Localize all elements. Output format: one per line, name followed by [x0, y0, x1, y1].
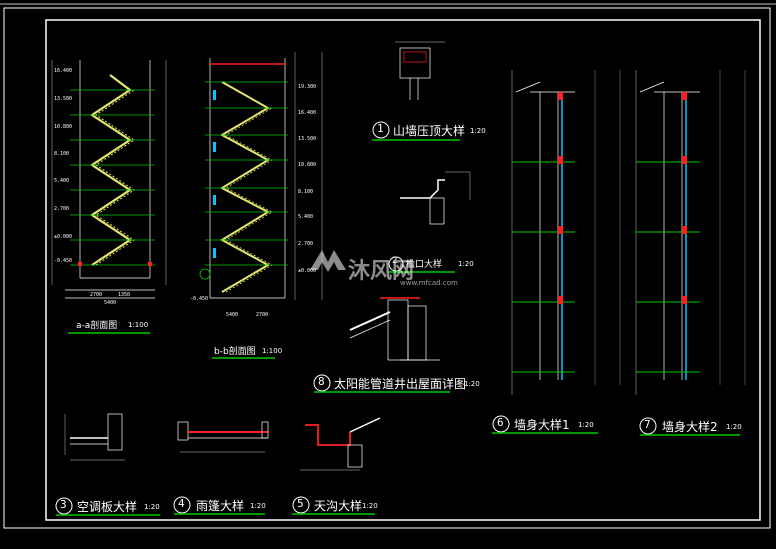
detail-3-title: 空调板大样 — [77, 500, 138, 514]
watermark-logo — [310, 250, 346, 272]
svg-text:2.700: 2.700 — [54, 206, 69, 212]
svg-text:16.400: 16.400 — [298, 110, 316, 116]
detail-6-dims — [594, 70, 621, 385]
svg-text:5.400: 5.400 — [54, 178, 69, 184]
svg-text:13.500: 13.500 — [54, 96, 72, 102]
svg-text:±0.000: ±0.000 — [298, 268, 316, 274]
detail-3-scale: 1:20 — [144, 503, 160, 511]
svg-text:5.400: 5.400 — [298, 214, 313, 220]
detail-4-title: 雨篷大样 — [196, 499, 245, 513]
watermark-text: 沐风网 — [348, 259, 415, 284]
detail-5-scale: 1:20 — [362, 502, 378, 510]
detail-7-title: 墙身大样2 — [662, 420, 718, 434]
svg-text:10.800: 10.800 — [298, 162, 316, 168]
detail-7-number: 7 — [644, 418, 651, 431]
section-a-drawing — [51, 60, 167, 299]
detail-6-red-marks — [558, 92, 563, 304]
detail-8-number-circle — [313, 374, 331, 392]
section-a-floors — [70, 89, 155, 266]
detail-3-number: 3 — [60, 498, 67, 511]
detail-2-title: 檐口大样 — [406, 260, 443, 270]
detail-7-dims — [719, 70, 746, 385]
svg-text:2.700: 2.700 — [298, 241, 313, 247]
section-b-drawing — [209, 52, 323, 300]
section-b-cyan-windows — [213, 90, 216, 258]
detail-4-drawing — [177, 421, 269, 453]
section-b-floors — [205, 81, 288, 266]
detail-6-scale: 1:20 — [578, 421, 594, 429]
detail-5-title: 天沟大样 — [314, 499, 363, 513]
detail-7-floor-slabs — [636, 161, 700, 373]
section-a-stairs — [89, 74, 135, 266]
svg-text:8.100: 8.100 — [298, 189, 313, 195]
svg-text:-0.450: -0.450 — [190, 296, 208, 302]
detail-5-number-circle — [292, 496, 310, 514]
detail-8-title: 太阳能管道井出屋面详图 — [334, 377, 467, 391]
detail-2-scale: 1:20 — [458, 260, 474, 268]
detail-7-number-circle — [639, 417, 657, 435]
section-a-scale: 1:100 — [128, 321, 149, 329]
svg-text:2700: 2700 — [90, 292, 102, 298]
detail-1-drawing — [395, 41, 445, 100]
detail-8-number: 8 — [318, 375, 325, 388]
detail-4-number-circle — [173, 496, 191, 514]
svg-text:5400: 5400 — [104, 300, 116, 306]
svg-text:5400: 5400 — [226, 312, 238, 318]
section-b-stairs — [219, 81, 273, 293]
detail-4-scale: 1:20 — [250, 502, 266, 510]
detail-3-drawing — [64, 413, 125, 461]
svg-text:10.800: 10.800 — [54, 124, 72, 130]
svg-text:13.500: 13.500 — [298, 136, 316, 142]
detail-5-number: 5 — [297, 497, 304, 510]
detail-2-drawing — [400, 171, 471, 225]
detail-8-drawing — [349, 297, 440, 361]
detail-1-title: 山墙压顶大样 — [393, 124, 466, 138]
detail-1-number: 1 — [377, 122, 384, 135]
section-a-red-marks — [78, 262, 152, 266]
section-b-dims: 19.300 16.400 13.500 10.800 8.100 5.400 2.70… — [190, 84, 316, 318]
detail-7-scale: 1:20 — [726, 423, 742, 431]
svg-text:16.400: 16.400 — [54, 68, 72, 74]
section-b-title: b-b剖面图 — [214, 347, 256, 357]
watermark-url: www.mfcad.com — [400, 279, 458, 287]
detail-6-floor-slabs — [512, 161, 575, 373]
section-b-scale: 1:100 — [262, 347, 283, 355]
detail-1-number-circle — [372, 121, 390, 139]
section-a-dims: 16.400 13.500 10.800 8.100 5.400 2.700 ±0.00… — [54, 68, 130, 306]
detail-2-number: 2 — [392, 256, 398, 266]
svg-text:19.300: 19.300 — [298, 84, 316, 90]
section-a-title: a-a剖面图 — [76, 321, 118, 331]
svg-text:1350: 1350 — [118, 292, 130, 298]
inner-frame — [45, 19, 761, 521]
svg-text:±0.000: ±0.000 — [54, 234, 72, 240]
detail-6-number: 6 — [497, 416, 504, 429]
detail-8-scale: 1:20 — [464, 380, 480, 388]
detail-7-red-marks — [682, 92, 687, 304]
detail-7-drawing — [635, 70, 700, 395]
detail-4-number: 4 — [178, 497, 185, 510]
section-b-axis-marker — [199, 268, 211, 280]
svg-text:8.100: 8.100 — [54, 151, 69, 157]
svg-text:2700: 2700 — [256, 312, 268, 318]
detail-5-drawing — [300, 417, 381, 471]
outer-frame — [3, 7, 771, 529]
detail-1-scale: 1:20 — [470, 127, 486, 135]
detail-6-title: 墙身大样1 — [514, 418, 570, 432]
detail-2-number-circle — [388, 256, 404, 272]
svg-text:-0.450: -0.450 — [54, 258, 72, 264]
detail-6-number-circle — [492, 415, 510, 433]
detail-3-number-circle — [55, 497, 73, 515]
